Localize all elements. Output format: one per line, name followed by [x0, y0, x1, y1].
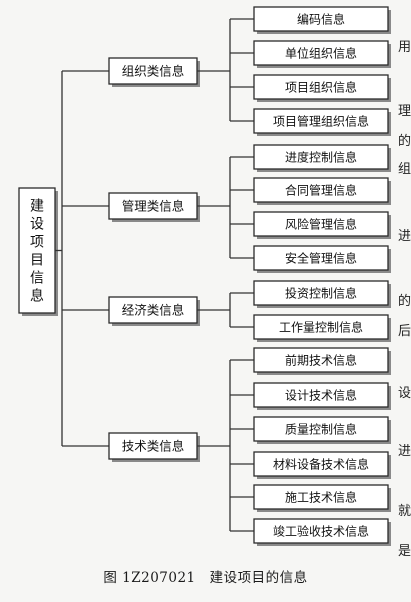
leaf-label: 竣工验收技术信息 — [273, 524, 369, 539]
margin-text-glyph: 后 — [398, 324, 411, 339]
leaf-label: 工作量控制信息 — [279, 320, 363, 335]
category-label: 技术类信息 — [122, 439, 185, 454]
margin-text-glyph: 设 — [398, 386, 411, 401]
leaf-label: 前期技术信息 — [285, 353, 357, 368]
category-label: 经济类信息 — [122, 303, 185, 318]
root-label-char: 信 — [30, 271, 44, 287]
leaf-label: 合同管理信息 — [285, 183, 357, 198]
leaf-label: 风险管理信息 — [285, 217, 357, 232]
leaf-box — [253, 347, 389, 373]
margin-text-glyph: 就 — [398, 504, 411, 519]
leaf-label: 编码信息 — [297, 12, 345, 27]
margin-text-glyph: 用 — [398, 40, 411, 55]
margin-text-glyph: 的 — [398, 294, 411, 309]
leaf-box — [253, 280, 389, 306]
margin-text-glyph: 进 — [398, 229, 411, 244]
category-label: 组织类信息 — [122, 64, 185, 79]
leaf-label: 项目管理组织信息 — [273, 114, 369, 129]
root-label-char: 目 — [30, 253, 44, 269]
leaf-label: 进度控制信息 — [285, 150, 357, 165]
leaf-label: 安全管理信息 — [285, 251, 357, 266]
root-label-char: 建 — [30, 199, 44, 215]
leaf-label: 单位组织信息 — [285, 46, 357, 61]
margin-text-glyph: 的 — [398, 134, 411, 149]
leaf-box — [253, 416, 389, 442]
margin-text-glyph: 理 — [398, 104, 411, 119]
leaf-box — [253, 245, 389, 271]
margin-text-glyph: 组 — [398, 162, 411, 177]
leaf-box — [253, 177, 389, 203]
category-box — [108, 192, 198, 220]
category-box — [108, 57, 198, 85]
leaf-box — [253, 74, 389, 100]
leaf-box — [253, 40, 389, 66]
leaf-label: 项目组织信息 — [285, 80, 357, 95]
leaf-label: 材料设备技术信息 — [273, 457, 369, 472]
leaf-box — [253, 211, 389, 237]
leaf-box — [253, 451, 389, 477]
category-label: 管理类信息 — [122, 199, 185, 214]
leaf-box — [253, 484, 389, 510]
leaf-label: 设计技术信息 — [285, 388, 357, 403]
leaf-box — [253, 518, 389, 544]
leaf-label: 投资控制信息 — [285, 286, 357, 301]
leaf-box — [253, 382, 389, 408]
category-box — [108, 432, 198, 460]
root-label-char: 项 — [30, 235, 44, 251]
leaf-label: 质量控制信息 — [285, 422, 357, 437]
margin-text-glyph: 进 — [398, 444, 411, 459]
figure-caption: 图 1Z207021 建设项目的信息 — [103, 570, 308, 586]
leaf-label: 施工技术信息 — [285, 490, 357, 505]
root-label-char: 设 — [30, 217, 44, 233]
root-label-char: 息 — [30, 288, 44, 305]
leaf-box — [253, 108, 389, 134]
root-box — [18, 187, 56, 314]
leaf-box — [253, 314, 389, 340]
leaf-box — [253, 144, 389, 170]
margin-text-glyph: 是 — [398, 544, 411, 559]
leaf-box — [253, 6, 389, 32]
category-box — [108, 296, 198, 324]
